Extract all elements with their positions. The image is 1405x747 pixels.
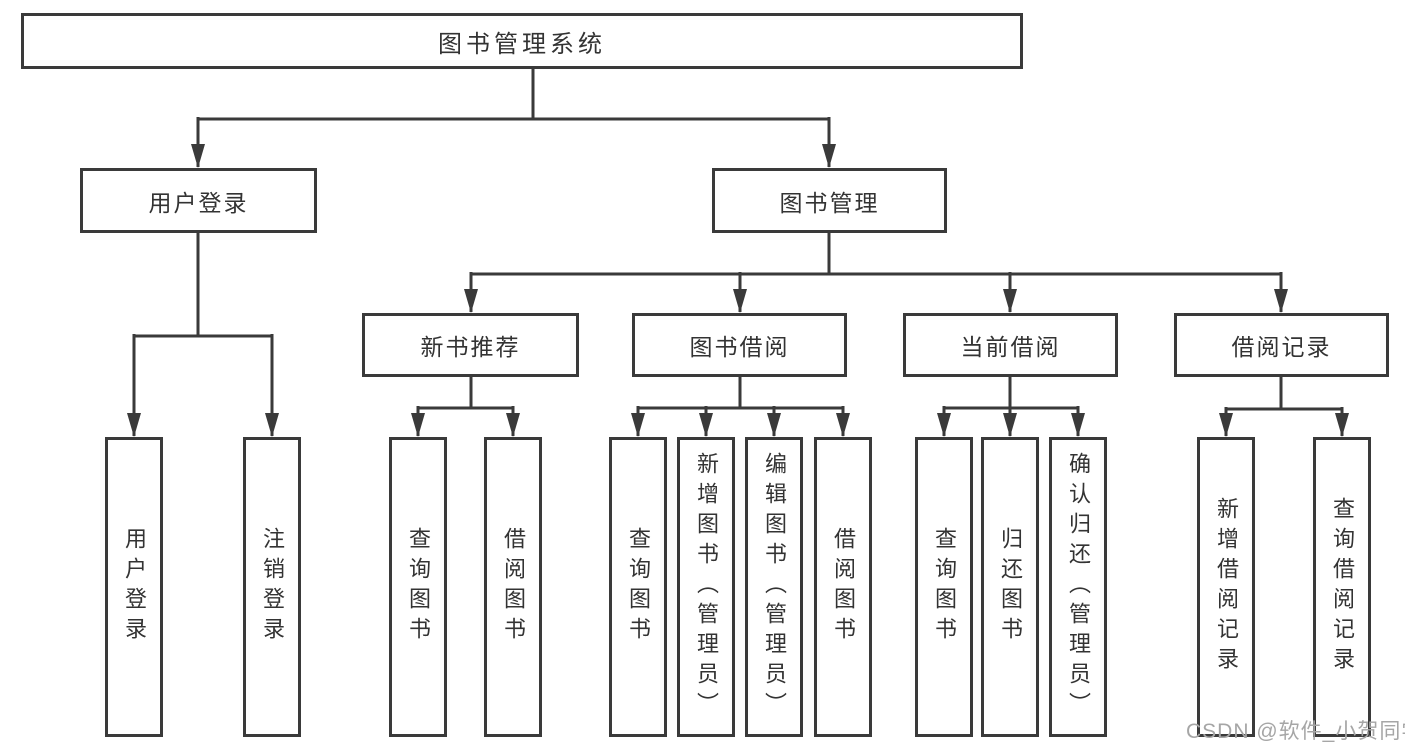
leaf-add-borrow-record: 新增借阅记录 bbox=[1197, 437, 1255, 737]
node-label: 查询图书 bbox=[626, 527, 651, 647]
node-label: 借阅记录 bbox=[1231, 334, 1332, 360]
node-label: 图书管理系统 bbox=[438, 30, 606, 58]
leaf-add-books-admin: 新增图书（管理员） bbox=[677, 437, 735, 737]
node-book-borrowing: 图书借阅 bbox=[632, 313, 847, 377]
edges-root-to-level2 bbox=[191, 69, 836, 168]
node-label: 查询借阅记录 bbox=[1330, 497, 1355, 677]
node-label: 新书推荐 bbox=[420, 334, 521, 360]
node-book-management: 图书管理 bbox=[712, 168, 947, 233]
leaf-borrow-books: 借阅图书 bbox=[814, 437, 872, 737]
edges-userlogin-to-leaves bbox=[127, 233, 279, 437]
edges-records-to-leaves bbox=[1219, 377, 1349, 437]
node-user-login: 用户登录 bbox=[80, 168, 317, 233]
leaf-query-books-borrowing: 查询图书 bbox=[609, 437, 667, 737]
leaf-return-books: 归还图书 bbox=[981, 437, 1039, 737]
node-label: 注销登录 bbox=[260, 527, 285, 647]
leaf-confirm-return-admin: 确认归还（管理员） bbox=[1049, 437, 1107, 737]
node-label: 归还图书 bbox=[998, 527, 1023, 647]
node-label: 用户登录 bbox=[148, 189, 249, 216]
edges-bookmgmt-to-level3 bbox=[464, 233, 1288, 313]
node-label: 用户登录 bbox=[122, 527, 147, 647]
leaf-query-borrow-record: 查询借阅记录 bbox=[1313, 437, 1371, 737]
node-label: 图书借阅 bbox=[689, 334, 790, 360]
node-label: 查询图书 bbox=[406, 527, 431, 647]
node-label: 新增借阅记录 bbox=[1214, 497, 1239, 677]
leaf-borrow-books-recommend: 借阅图书 bbox=[484, 437, 542, 737]
csdn-watermark: CSDN @软件_小贺同学 bbox=[1186, 720, 1405, 743]
node-label: 查询图书 bbox=[932, 527, 957, 647]
node-label: 借阅图书 bbox=[831, 527, 856, 647]
node-label: 新增图书（管理员） bbox=[694, 452, 719, 722]
leaf-query-books-current: 查询图书 bbox=[915, 437, 973, 737]
node-label: 图书管理 bbox=[779, 189, 880, 216]
node-label: 借阅图书 bbox=[501, 527, 526, 647]
leaf-query-books-recommend: 查询图书 bbox=[389, 437, 447, 737]
node-current-borrowing: 当前借阅 bbox=[903, 313, 1118, 377]
leaf-user-login: 用户登录 bbox=[105, 437, 163, 737]
edges-newbooks-to-leaves bbox=[411, 377, 520, 437]
node-new-book-recommend: 新书推荐 bbox=[362, 313, 579, 377]
leaf-edit-books-admin: 编辑图书（管理员） bbox=[745, 437, 803, 737]
leaf-logout: 注销登录 bbox=[243, 437, 301, 737]
node-label: 当前借阅 bbox=[960, 334, 1061, 360]
edges-current-to-leaves bbox=[937, 377, 1085, 437]
node-borrowing-records: 借阅记录 bbox=[1174, 313, 1389, 377]
node-label: 编辑图书（管理员） bbox=[762, 452, 787, 722]
edges-borrowing-to-leaves bbox=[631, 377, 850, 437]
node-label: 确认归还（管理员） bbox=[1066, 452, 1091, 722]
node-library-system: 图书管理系统 bbox=[21, 13, 1023, 69]
